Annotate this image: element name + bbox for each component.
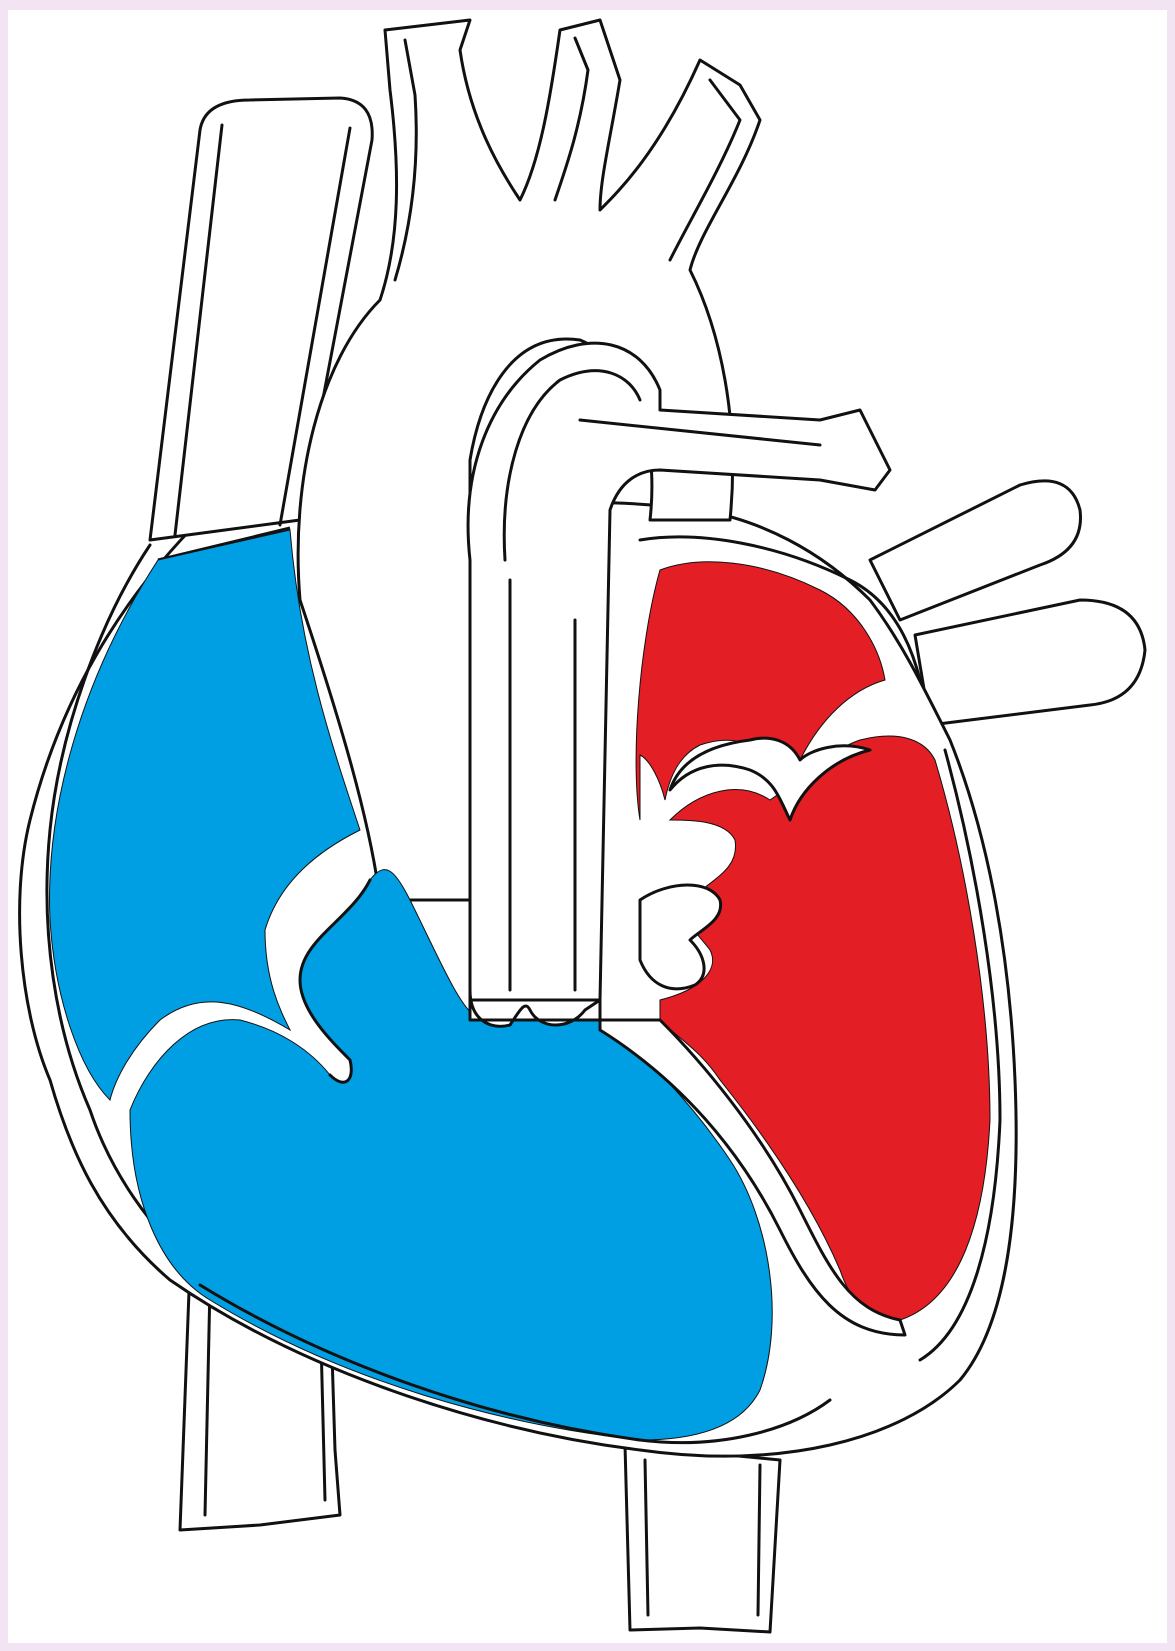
descending-aorta (625, 1445, 780, 1632)
